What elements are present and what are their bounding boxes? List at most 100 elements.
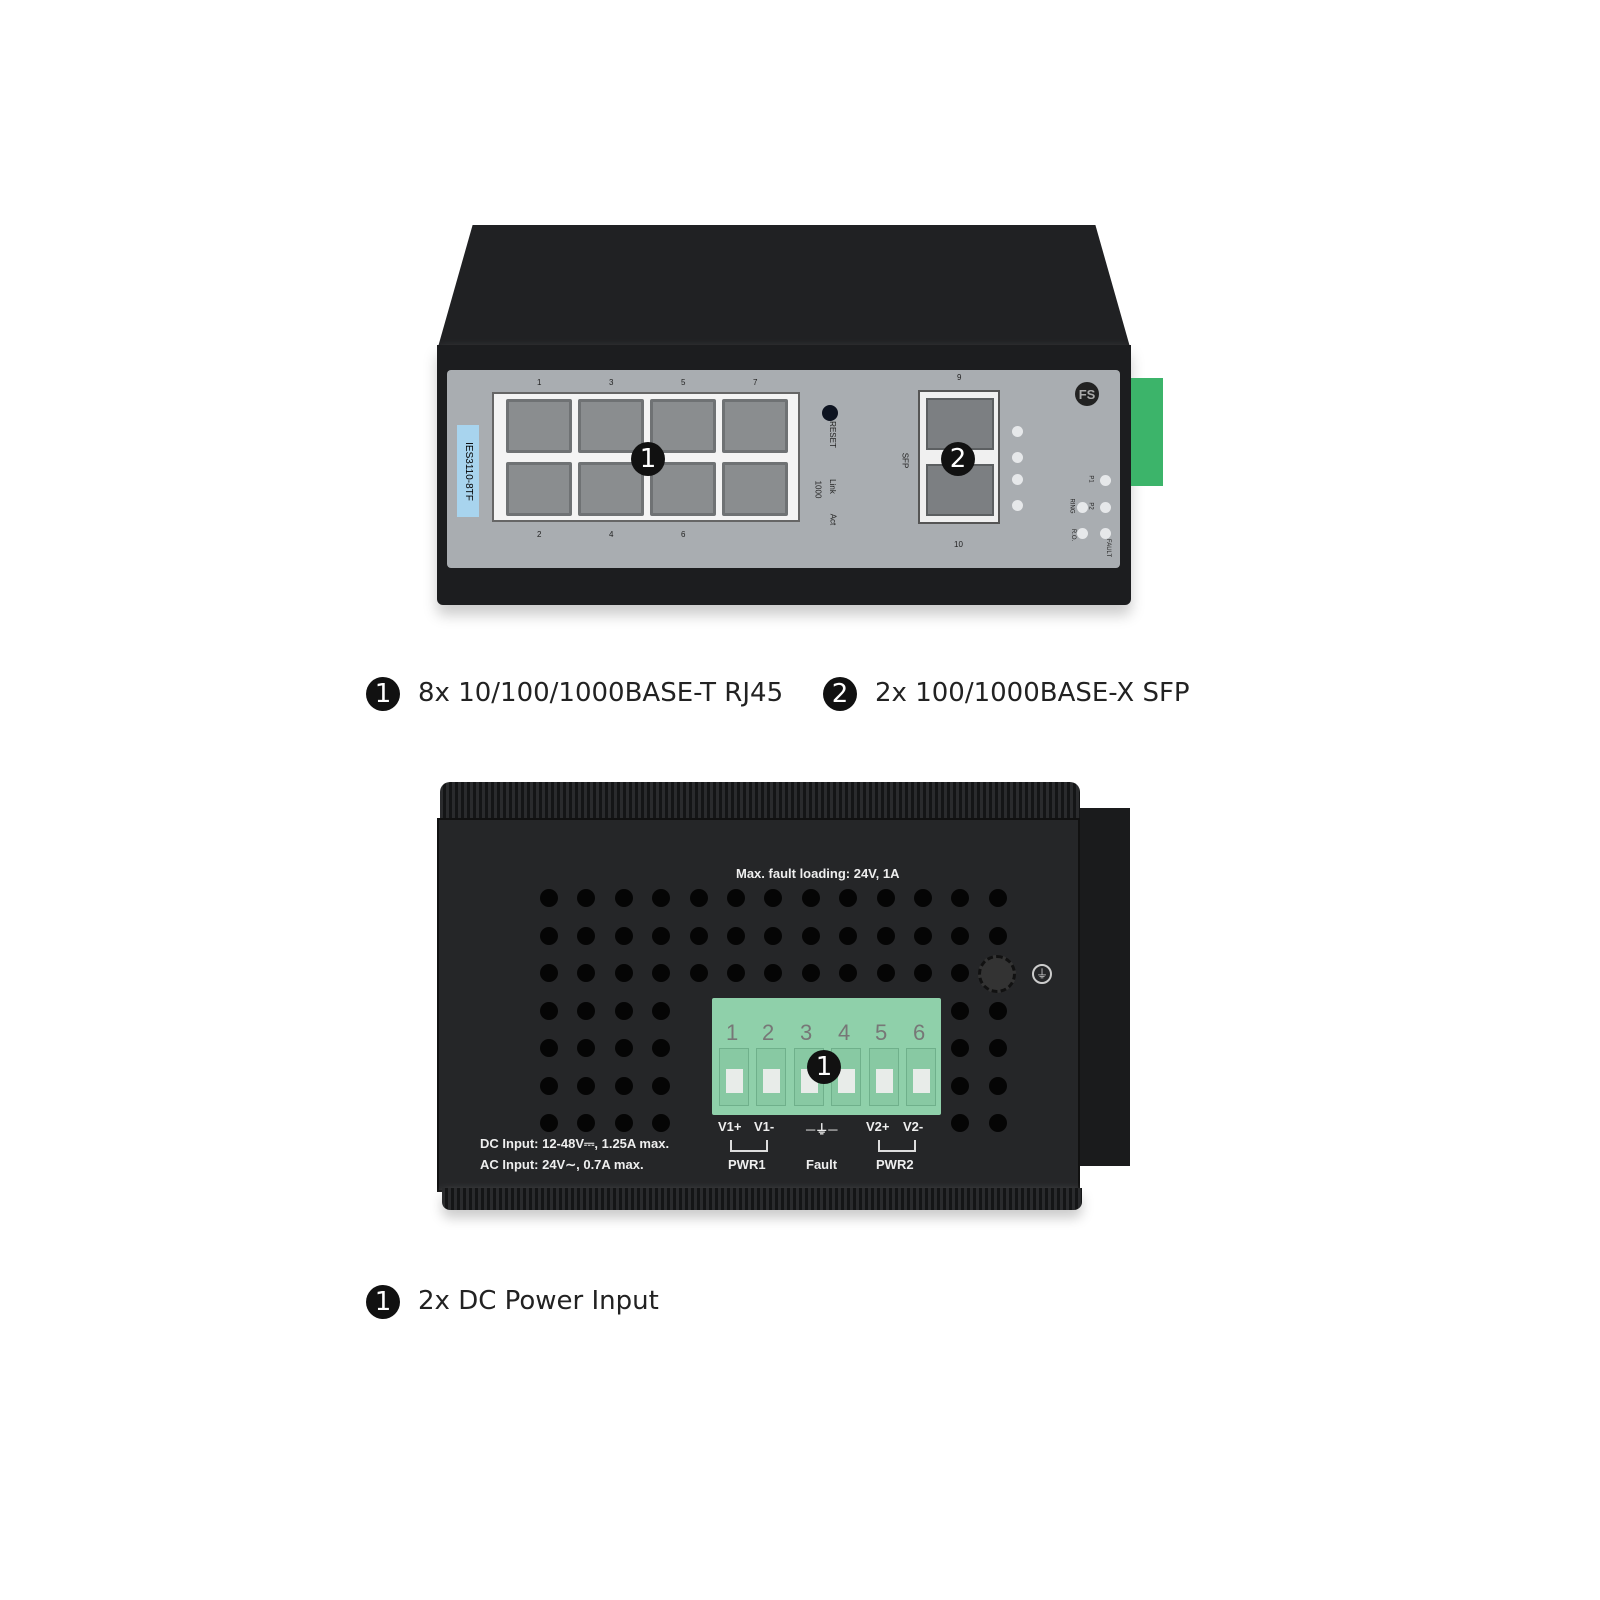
sfp-label: SFP: [900, 452, 910, 469]
sfp-led: [1012, 452, 1023, 463]
vent-hole: [614, 926, 633, 945]
vent-hole: [988, 926, 1007, 945]
vent-hole: [652, 889, 671, 907]
legend-badge: 2: [823, 677, 857, 711]
vent-hole: [988, 1076, 1007, 1095]
led-label: RING: [1068, 498, 1075, 514]
vent-hole: [839, 889, 858, 907]
port-number: 7: [753, 378, 758, 387]
legend-badge: 1: [366, 677, 400, 711]
vent-hole: [801, 964, 820, 982]
led-label: Link: [827, 479, 837, 494]
group-label: Fault: [806, 1157, 838, 1172]
status-led: [1100, 475, 1111, 486]
chassis-top-rail: [440, 782, 1080, 820]
port-number: 2: [537, 530, 542, 539]
vent-hole: [652, 926, 671, 945]
status-led: [1077, 502, 1088, 513]
vent-hole: [951, 889, 970, 907]
port-number: 3: [609, 378, 614, 387]
vent-hole: [839, 926, 858, 945]
vent-hole: [988, 1001, 1007, 1020]
faceplate: IES3110-8TF 1 3 5 7 2 4 6 RESET Link Act…: [447, 370, 1120, 568]
vent-hole: [988, 1039, 1007, 1057]
chassis-bottom-rail: [442, 1188, 1082, 1210]
rj45-port[interactable]: [578, 462, 644, 516]
fs-logo: FS: [1075, 382, 1099, 406]
terminal-label: V2-: [903, 1119, 924, 1134]
led-label: FAULT: [1105, 538, 1112, 558]
terminal-number: 4: [838, 1020, 851, 1045]
legend-text: 2x DC Power Input: [418, 1286, 659, 1316]
ground-screw: [978, 955, 1016, 993]
terminal-screw[interactable]: [906, 1048, 936, 1106]
vent-hole: [801, 926, 820, 945]
vent-hole: [614, 1076, 633, 1095]
led-label: P2: [1087, 502, 1094, 510]
sfp-led: [1012, 500, 1023, 511]
rj45-port[interactable]: [722, 399, 788, 453]
vent-hole: [951, 1114, 970, 1132]
din-bracket: [1078, 808, 1130, 1166]
vent-hole: [652, 1039, 671, 1057]
vent-hole: [652, 1076, 671, 1095]
terminal-number: 3: [800, 1020, 813, 1045]
reset-button[interactable]: [822, 405, 838, 421]
terminal-label: V1-: [754, 1119, 775, 1134]
sfp-led: [1012, 426, 1023, 437]
rj45-port[interactable]: [506, 462, 572, 516]
vent-hole: [652, 964, 671, 982]
vent-hole: [951, 1001, 970, 1020]
rj45-port[interactable]: [650, 399, 716, 453]
vent-hole: [764, 964, 783, 982]
terminal-screw[interactable]: [719, 1048, 749, 1106]
vent-hole: [614, 1001, 633, 1020]
vent-hole: [540, 889, 558, 907]
bracket-line: [730, 1140, 768, 1152]
rj45-port[interactable]: [578, 399, 644, 453]
vent-hole: [876, 889, 895, 907]
rj45-port[interactable]: [722, 462, 788, 516]
vent-hole: [540, 926, 558, 945]
rj45-block: [492, 392, 800, 522]
vent-hole: [801, 889, 820, 907]
led-label: P1: [1087, 475, 1094, 483]
dc-input-text: DC Input: 12-48V⎓, 1.25A max.: [480, 1136, 670, 1151]
vent-hole: [540, 1114, 558, 1132]
vent-hole: [577, 1039, 596, 1057]
led-label: R.O.: [1070, 528, 1077, 542]
vent-hole: [914, 964, 932, 982]
port-number: 1: [537, 378, 542, 387]
sfp-port-number: 10: [954, 540, 963, 549]
status-led: [1077, 528, 1088, 539]
vent-hole: [614, 1114, 633, 1132]
vent-hole: [951, 964, 970, 982]
vent-hole: [727, 964, 745, 982]
rj45-port[interactable]: [650, 462, 716, 516]
vent-hole: [577, 964, 596, 982]
vent-hole: [614, 889, 633, 907]
legend-text: 8x 10/100/1000BASE-T RJ45: [418, 678, 784, 708]
terminal-label: V1+: [718, 1119, 742, 1134]
vent-hole: [876, 926, 895, 945]
terminal-screw[interactable]: [869, 1048, 899, 1106]
vent-hole: [577, 1114, 596, 1132]
vent-hole: [652, 1114, 671, 1132]
callout-badge: 2: [941, 442, 975, 476]
sfp-port-number: 9: [957, 373, 962, 382]
legend-text: 2x 100/1000BASE-X SFP: [875, 678, 1190, 708]
port-number: 5: [681, 378, 686, 387]
legend-badge: 1: [366, 1285, 400, 1319]
rj45-port[interactable]: [506, 399, 572, 453]
vent-hole: [577, 926, 596, 945]
group-label: PWR2: [876, 1157, 914, 1172]
callout-badge: 1: [807, 1050, 841, 1084]
vent-hole: [988, 1114, 1007, 1132]
led-label: Act: [828, 513, 838, 526]
group-label: PWR1: [728, 1157, 766, 1172]
led-label: 1000: [813, 480, 823, 499]
port-number: 4: [609, 530, 614, 539]
fault-symbol-icon: ─⏚─: [806, 1122, 838, 1137]
terminal-screw[interactable]: [756, 1048, 786, 1106]
vent-hole: [577, 889, 596, 907]
